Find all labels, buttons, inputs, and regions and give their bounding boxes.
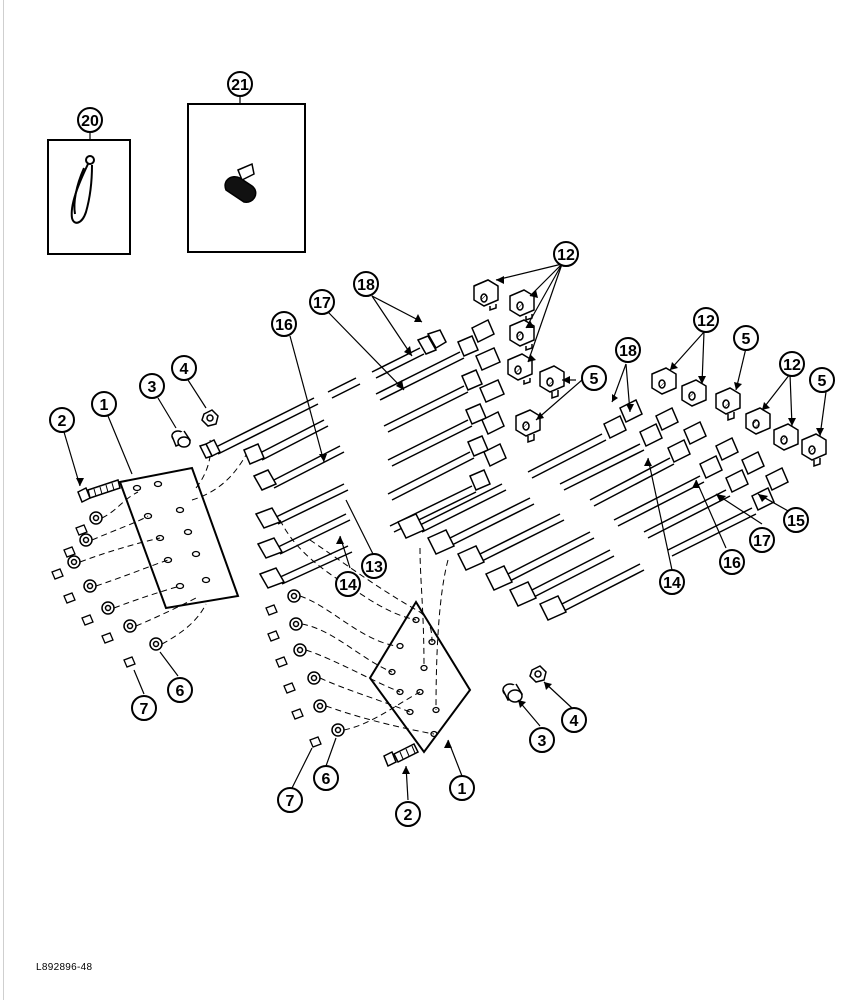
- svg-text:16: 16: [723, 555, 741, 572]
- callout-5-a: 5: [581, 365, 607, 391]
- tube-upper-5: [256, 410, 505, 559]
- svg-text:5: 5: [742, 331, 751, 348]
- tube-upper-4: [254, 379, 505, 529]
- callout-5-d: 5: [0, 0, 9, 4]
- figure-code: L892896-48: [36, 962, 93, 973]
- tee-fittings: [515, 365, 827, 468]
- tube-lower-4: [484, 436, 739, 591]
- svg-text:3: 3: [538, 733, 547, 750]
- callout-3-left: 3: [139, 373, 165, 399]
- callout-5-c: 5: [809, 367, 835, 393]
- connector-fittings-right: [265, 604, 322, 748]
- tube-lower-2: [426, 406, 679, 555]
- mounting-plate-left: [118, 466, 240, 610]
- svg-text:5: 5: [818, 373, 827, 390]
- callout-17-upper: 17: [309, 289, 335, 315]
- callout-16-upper: 16: [271, 311, 297, 337]
- callout-2-right: 2: [395, 801, 421, 827]
- svg-text:13: 13: [365, 559, 383, 576]
- callout-7-left: 7: [131, 695, 157, 721]
- callouts: 20 21 2 1 3 4 16 17 18 12 18 5 12 5 12 5…: [0, 0, 835, 827]
- svg-text:14: 14: [339, 577, 357, 594]
- callout-6-right: 6: [313, 765, 339, 791]
- callout-21: 21: [227, 71, 253, 97]
- svg-text:21: 21: [231, 77, 249, 94]
- scan-edge-line: [3, 0, 4, 1000]
- spacer-right: [502, 683, 524, 703]
- svg-text:12: 12: [697, 313, 715, 330]
- callout-1-left: 1: [91, 391, 117, 417]
- svg-text:1: 1: [458, 781, 467, 798]
- connector-fittings-left: [51, 524, 136, 668]
- callout-16-lower: 16: [719, 549, 745, 575]
- inset-box-21: [187, 103, 306, 253]
- svg-text:4: 4: [180, 361, 189, 378]
- p-clip-icon: [224, 162, 257, 203]
- tube-upper-1: [198, 329, 447, 459]
- svg-text:18: 18: [619, 343, 637, 360]
- dash-leaders-right: [279, 519, 449, 735]
- svg-text:15: 15: [787, 513, 805, 530]
- callout-3-right: 3: [529, 727, 555, 753]
- hose-clamp-icon: [70, 155, 95, 224]
- svg-text:14: 14: [663, 575, 681, 592]
- svg-text:6: 6: [176, 683, 185, 700]
- svg-text:5: 5: [590, 371, 599, 388]
- callout-12-a: 12: [553, 241, 579, 267]
- washers-right: [287, 589, 345, 737]
- nut-right: [529, 665, 547, 683]
- callout-18-lower: 18: [615, 337, 641, 363]
- svg-text:7: 7: [286, 793, 295, 810]
- callout-1-right: 1: [449, 775, 475, 801]
- svg-text:3: 3: [148, 379, 157, 396]
- nut-left: [201, 409, 219, 427]
- tube-upper-3: [252, 347, 501, 491]
- tube-upper-6: [258, 442, 507, 589]
- leader-arrowheads: [76, 276, 824, 774]
- svg-text:12: 12: [557, 247, 575, 264]
- svg-text:1: 1: [100, 397, 109, 414]
- bolt-left: [77, 479, 121, 504]
- svg-text:16: 16: [275, 317, 293, 334]
- callout-13: 13: [361, 553, 387, 579]
- bolt-right: [383, 742, 420, 768]
- callout-2-left: 2: [49, 407, 75, 433]
- tube-upper-2: [243, 318, 495, 465]
- tube-lower-3: [456, 420, 707, 571]
- mounting-plate-right: [368, 600, 472, 754]
- svg-text:18: 18: [357, 277, 375, 294]
- tube-lower-5: [508, 450, 765, 607]
- callout-4-left: 4: [171, 355, 197, 381]
- spacer-left: [171, 430, 192, 448]
- elbow-fittings: [473, 279, 799, 451]
- callout-6-left: 6: [167, 677, 193, 703]
- tube-lower-6: [538, 466, 789, 621]
- callout-4-right: 4: [561, 707, 587, 733]
- callout-14-upper: 14: [335, 571, 361, 597]
- svg-text:4: 4: [570, 713, 579, 730]
- callout-18-upper: 18: [353, 271, 379, 297]
- inset-box-20: [47, 139, 131, 255]
- callout-12-b: 12: [693, 307, 719, 333]
- washers-left: [67, 511, 163, 651]
- callout-12-c: 12: [779, 351, 805, 377]
- svg-text:6: 6: [322, 771, 331, 788]
- svg-text:2: 2: [404, 807, 413, 824]
- svg-text:17: 17: [753, 533, 771, 550]
- svg-text:2: 2: [58, 413, 67, 430]
- callout-15: 15: [783, 507, 809, 533]
- callout-14-lower: 14: [659, 569, 685, 595]
- svg-text:7: 7: [140, 701, 149, 718]
- callout-17-lower: 17: [749, 527, 775, 553]
- svg-text:20: 20: [81, 113, 99, 130]
- svg-text:17: 17: [313, 295, 331, 312]
- callout-5-b: 5: [733, 325, 759, 351]
- tube-lower-1: [396, 398, 643, 539]
- callout-7-right: 7: [277, 787, 303, 813]
- svg-text:12: 12: [783, 357, 801, 374]
- callout-20: 20: [77, 107, 103, 133]
